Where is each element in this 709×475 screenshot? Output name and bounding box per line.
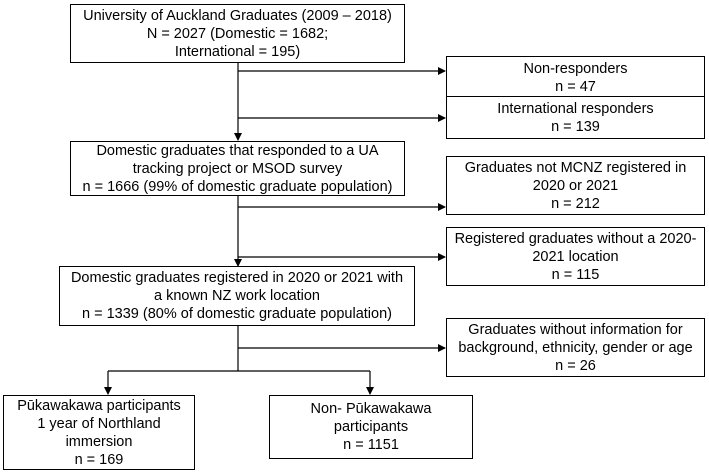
- box-line: background, ethnicity, gender or age: [458, 339, 693, 356]
- domestic-responded-box: Domestic graduates that responded to a U…: [70, 141, 405, 196]
- box-line: participants: [333, 419, 409, 435]
- graduates-box: University of Auckland Graduates (2009 –…: [70, 4, 405, 63]
- domestic-registered-box: Domestic graduates registered in 2020 or…: [59, 266, 415, 326]
- box-line: Non-responders: [523, 60, 628, 77]
- box-line: a known NZ work location: [153, 288, 320, 304]
- box-line: n = 1151: [343, 437, 399, 453]
- box-line: International responders: [497, 100, 654, 117]
- box-line: n = 1339 (80% of domestic graduate popul…: [82, 306, 392, 322]
- box-line: 1 year of Northland: [37, 415, 161, 432]
- box-line: Non- Pūkawakawa: [310, 401, 432, 417]
- no-info-box: Graduates without information for backgr…: [446, 318, 705, 377]
- box-line: University of Auckland Graduates (2009 –…: [83, 7, 392, 24]
- box-line: n = 26: [555, 357, 596, 374]
- not-registered-box: Graduates not MCNZ registered in 2020 or…: [446, 156, 705, 215]
- box-line: immersion: [65, 433, 133, 450]
- pukawakawa-box: Pūkawakawa participants 1 year of Northl…: [3, 395, 195, 470]
- box-line: 2020 or 2021: [532, 177, 619, 194]
- box-line: n = 169: [74, 451, 124, 468]
- box-line: 2021 location: [532, 248, 619, 265]
- box-line: Domestic graduates registered in 2020 or…: [70, 270, 404, 286]
- box-line: Graduates not MCNZ registered in: [464, 159, 687, 176]
- box-line: n = 1666 (99% of domestic graduate popul…: [82, 178, 393, 195]
- box-line: N = 2027 (Domestic = 1682;: [146, 25, 329, 42]
- box-line: n = 212: [551, 195, 600, 212]
- box-line: Graduates without information for: [468, 321, 683, 338]
- box-line: n = 139: [551, 118, 600, 135]
- box-line: Registered graduates without a 2020-: [454, 230, 697, 247]
- box-line: n = 47: [555, 78, 596, 95]
- international-box: International responders n = 139: [446, 96, 705, 139]
- box-line: Domestic graduates that responded to a U…: [96, 142, 379, 159]
- box-line: tracking project or MSOD survey: [132, 160, 343, 177]
- no-location-box: Registered graduates without a 2020- 202…: [446, 227, 705, 286]
- non-pukawakawa-box: Non- Pūkawakawa participants n = 1151: [269, 395, 473, 459]
- box-line: n = 115: [551, 266, 600, 283]
- non-responders-box: Non-responders n = 47: [446, 56, 705, 99]
- box-line: International = 195): [174, 43, 301, 60]
- box-line: Pūkawakawa participants: [17, 397, 181, 414]
